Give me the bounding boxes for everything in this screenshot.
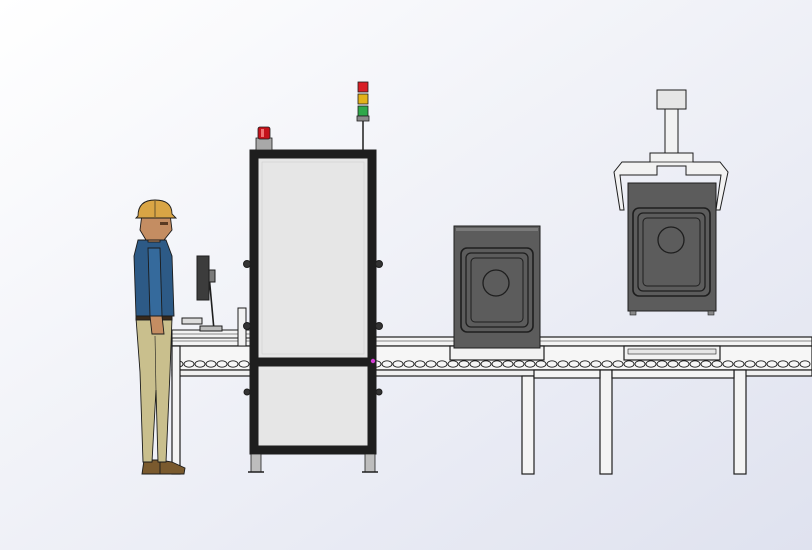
conveyor-roller [634, 360, 646, 368]
cabinet-hinge [375, 388, 383, 396]
conveyor-roller [667, 360, 679, 368]
conveyor-roller [656, 360, 668, 368]
gripper-icon [613, 89, 729, 211]
machine-door-outer [460, 247, 534, 333]
conveyor-roller [711, 360, 723, 368]
conveyor-roller [414, 360, 426, 368]
conveyor-roller [799, 360, 811, 368]
worker-arm [147, 247, 163, 317]
conveyor-roller [238, 360, 250, 368]
conveyor-roller [458, 360, 470, 368]
machine-porthole [482, 269, 510, 297]
cabinet-upper-panel [257, 157, 369, 359]
conveyor-leg [521, 375, 535, 475]
conveyor-roller [777, 360, 789, 368]
conveyor-roller [700, 360, 712, 368]
machine-door-inner [637, 212, 706, 292]
machine-door-outer [632, 207, 711, 297]
worker-helmet [134, 199, 178, 219]
origin-marker [370, 358, 376, 364]
conveyor-roller [524, 360, 536, 368]
conveyor-roller [766, 360, 778, 368]
conveyor-roller [590, 360, 602, 368]
worker-figure [133, 199, 186, 475]
conveyor-roller [755, 360, 767, 368]
cabinet-hinge [375, 322, 383, 330]
conveyor-roller [623, 360, 635, 368]
conveyor-roller [733, 360, 745, 368]
cabinet-hinge [243, 260, 251, 268]
conveyor-roller [480, 360, 492, 368]
conveyor-roller [535, 360, 547, 368]
conveyor-roller [513, 360, 525, 368]
worker-boot [159, 459, 186, 475]
conveyor-leg [171, 345, 181, 475]
machine-body [627, 182, 717, 312]
conveyor-roller [568, 360, 580, 368]
conveyor-support [611, 369, 735, 379]
conveyor-roller [469, 360, 481, 368]
conveyor-roller [425, 360, 437, 368]
conveyor-support [533, 369, 601, 379]
cabinet-hinge [243, 388, 251, 396]
cabinet-hinge [243, 322, 251, 330]
conveyor-roller [678, 360, 690, 368]
conveyor-roller [645, 360, 657, 368]
conveyor-roller [612, 360, 624, 368]
cabinet-foot [364, 453, 376, 473]
conveyor-leg [599, 369, 613, 475]
conveyor-roller [502, 360, 514, 368]
conveyor-roller [546, 360, 558, 368]
conveyor-roller [381, 360, 393, 368]
conveyor-roller [205, 360, 217, 368]
conveyor-roller [491, 360, 503, 368]
cabinet-lower-panel [257, 365, 369, 447]
operator-desk [171, 255, 255, 347]
conveyor-roller [744, 360, 756, 368]
conveyor-roller [689, 360, 701, 368]
inspection-cabinet [243, 149, 383, 473]
conveyor-roller [216, 360, 228, 368]
monitor-icon [196, 255, 223, 332]
cabinet-hinge [375, 260, 383, 268]
conveyor-roller [579, 360, 591, 368]
conveyor-roller [194, 360, 206, 368]
worker-pants [135, 317, 173, 463]
tray [181, 317, 203, 325]
cabinet-foot [250, 453, 262, 473]
worker-hand [149, 315, 165, 335]
warning-beacon-icon [255, 126, 273, 151]
conveyor-leg [733, 369, 747, 475]
machine-door-inner [465, 252, 529, 328]
machine-body [453, 225, 541, 349]
conveyor-roller [183, 360, 195, 368]
gripper-head [656, 89, 687, 110]
conveyor-roller [557, 360, 569, 368]
lifted-machine [627, 182, 717, 316]
conveyor-roller [403, 360, 415, 368]
machine-unit [453, 225, 541, 349]
signal-tower-icon [356, 81, 370, 150]
conveyor-roller [788, 360, 800, 368]
conveyor-roller [392, 360, 404, 368]
conveyor-roller [447, 360, 459, 368]
conveyor-roller [436, 360, 448, 368]
conveyor-roller [601, 360, 613, 368]
conveyor-roller [722, 360, 734, 368]
machine-porthole [657, 226, 685, 254]
conveyor-roller [227, 360, 239, 368]
